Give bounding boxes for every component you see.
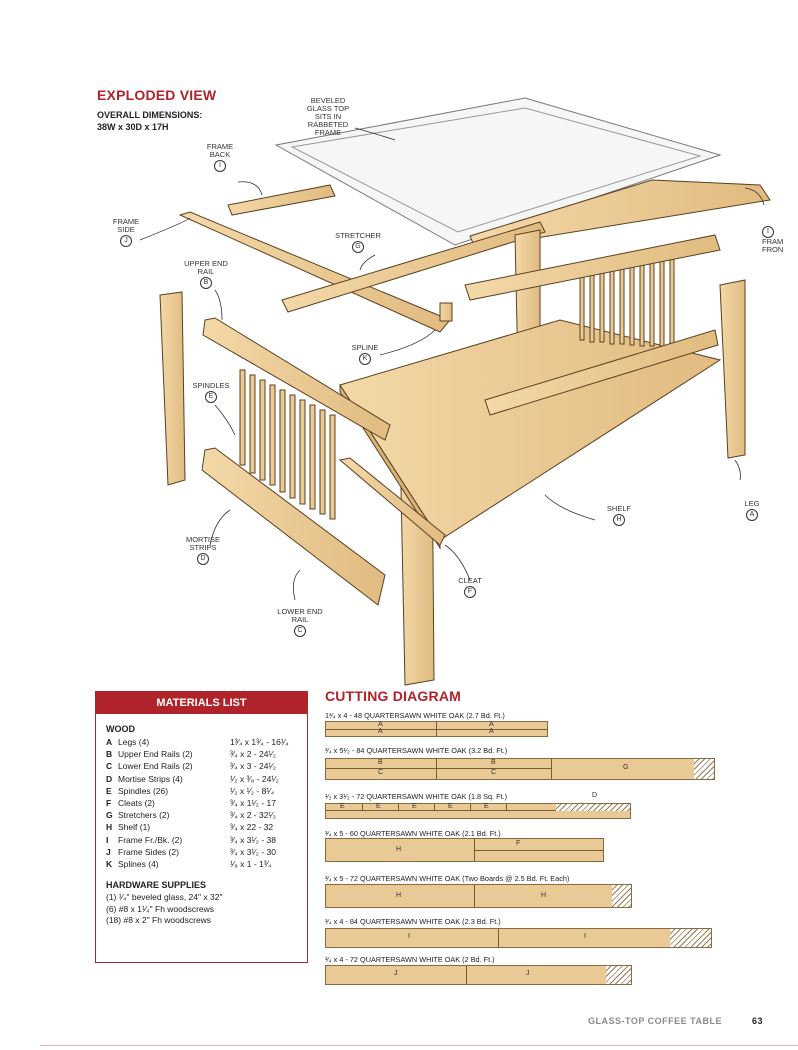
piece-label: E <box>484 803 489 810</box>
list-item: (1) ¹⁄₄" beveled glass, 24" x 32" <box>106 892 223 903</box>
piece-label: H <box>396 892 402 899</box>
part-key: D <box>197 553 209 565</box>
piece-label: A <box>489 728 494 735</box>
piece-label: A <box>378 721 383 728</box>
page-number: 63 <box>752 1016 764 1026</box>
list-item: (18) #8 x 2" Fh woodscrews <box>106 915 212 926</box>
board-4-title: ³⁄₄ x 5 - 60 QUARTERSAWN WHITE OAK (2.1 … <box>325 829 501 838</box>
board-7: J J <box>325 965 632 985</box>
part-key: E <box>205 391 217 403</box>
overall-dimensions-value: 38W x 30D x 17H <box>97 122 169 132</box>
piece-label: B <box>378 759 383 766</box>
footer-section-title: GLASS-TOP COFFEE TABLE <box>588 1016 723 1026</box>
piece-label: B <box>491 759 496 766</box>
piece-label: H <box>396 846 402 853</box>
piece-label: D <box>592 792 598 799</box>
piece-label: E <box>340 803 345 810</box>
board-1: A A A A <box>325 721 548 737</box>
board-6-title: ³⁄₄ x 4 - 84 QUARTERSAWN WHITE OAK (2.3 … <box>325 917 501 926</box>
spline-part <box>439 302 453 322</box>
exploded-view-title: EXPLODED VIEW <box>97 87 217 103</box>
piece-label: I <box>584 933 586 940</box>
part-key: I <box>762 226 774 238</box>
part-key: F <box>464 586 476 598</box>
piece-label: C <box>378 769 384 776</box>
spindles-left <box>239 369 336 520</box>
piece-label: J <box>526 970 530 977</box>
piece-label: E <box>376 803 381 810</box>
leg-left-back <box>159 291 186 486</box>
upper-end-rail-part <box>202 317 391 441</box>
board-1-title: 1³⁄₄ x 4 - 48 QUARTERSAWN WHITE OAK (2.7… <box>325 711 505 720</box>
part-key: G <box>352 241 364 253</box>
piece-label: G <box>623 764 629 771</box>
piece-label: E <box>412 803 417 810</box>
piece-label: C <box>491 769 497 776</box>
board-2: B B C C G <box>325 758 715 780</box>
board-2-title: ³⁄₄ x 5¹⁄₂ - 84 QUARTERSAWN WHITE OAK (3… <box>325 746 508 755</box>
callout-glass-top: BEVELED GLASS TOP SITS IN RABBETED FRAME <box>306 96 350 137</box>
piece-label: J <box>394 970 398 977</box>
piece-label: A <box>378 728 383 735</box>
piece-label: A <box>489 721 494 728</box>
frame-back-part <box>227 184 336 216</box>
exploded-drawing <box>139 97 771 686</box>
board-4: H F <box>325 838 604 862</box>
piece-label: E <box>448 803 453 810</box>
leg-right-back <box>719 279 746 459</box>
board-6: I I <box>325 928 712 948</box>
part-key: I <box>214 160 226 172</box>
materials-list-title: MATERIALS LIST <box>96 692 307 714</box>
board-5: H H <box>325 884 632 908</box>
cleat-part <box>338 457 446 546</box>
overall-dimensions-label: OVERALL DIMENSIONS: <box>97 110 203 120</box>
board-7-title: ³⁄₄ x 4 - 72 QUARTERSAWN WHITE OAK (2 Bd… <box>325 955 495 964</box>
part-key: C <box>294 625 306 637</box>
board-5-title: ³⁄₄ x 5 - 72 QUARTERSAWN WHITE OAK (Two … <box>325 874 570 883</box>
piece-label: H <box>541 892 547 899</box>
hardware-heading: HARDWARE SUPPLIES <box>106 880 207 891</box>
stretcher-part <box>281 221 546 313</box>
part-key: K <box>359 353 371 365</box>
board-3-title: ¹⁄₂ x 3¹⁄₂ - 72 QUARTERSAWN WHITE OAK (1… <box>325 792 508 801</box>
part-key: A <box>746 509 758 521</box>
board-3: E E E E E D <box>325 792 631 819</box>
glass-top <box>274 97 722 246</box>
bottom-rule <box>40 1045 798 1046</box>
piece-label: I <box>408 933 410 940</box>
list-item: (6) #8 x 1¹⁄₄" Fh woodscrews <box>106 903 215 914</box>
part-key: B <box>200 277 212 289</box>
wood-heading: WOOD <box>106 724 135 734</box>
piece-label: F <box>516 840 521 847</box>
part-key: J <box>120 235 132 247</box>
part-key: H <box>613 514 625 526</box>
cutting-diagram-title: CUTTING DIAGRAM <box>325 688 461 704</box>
lower-end-rail-part <box>201 447 386 606</box>
